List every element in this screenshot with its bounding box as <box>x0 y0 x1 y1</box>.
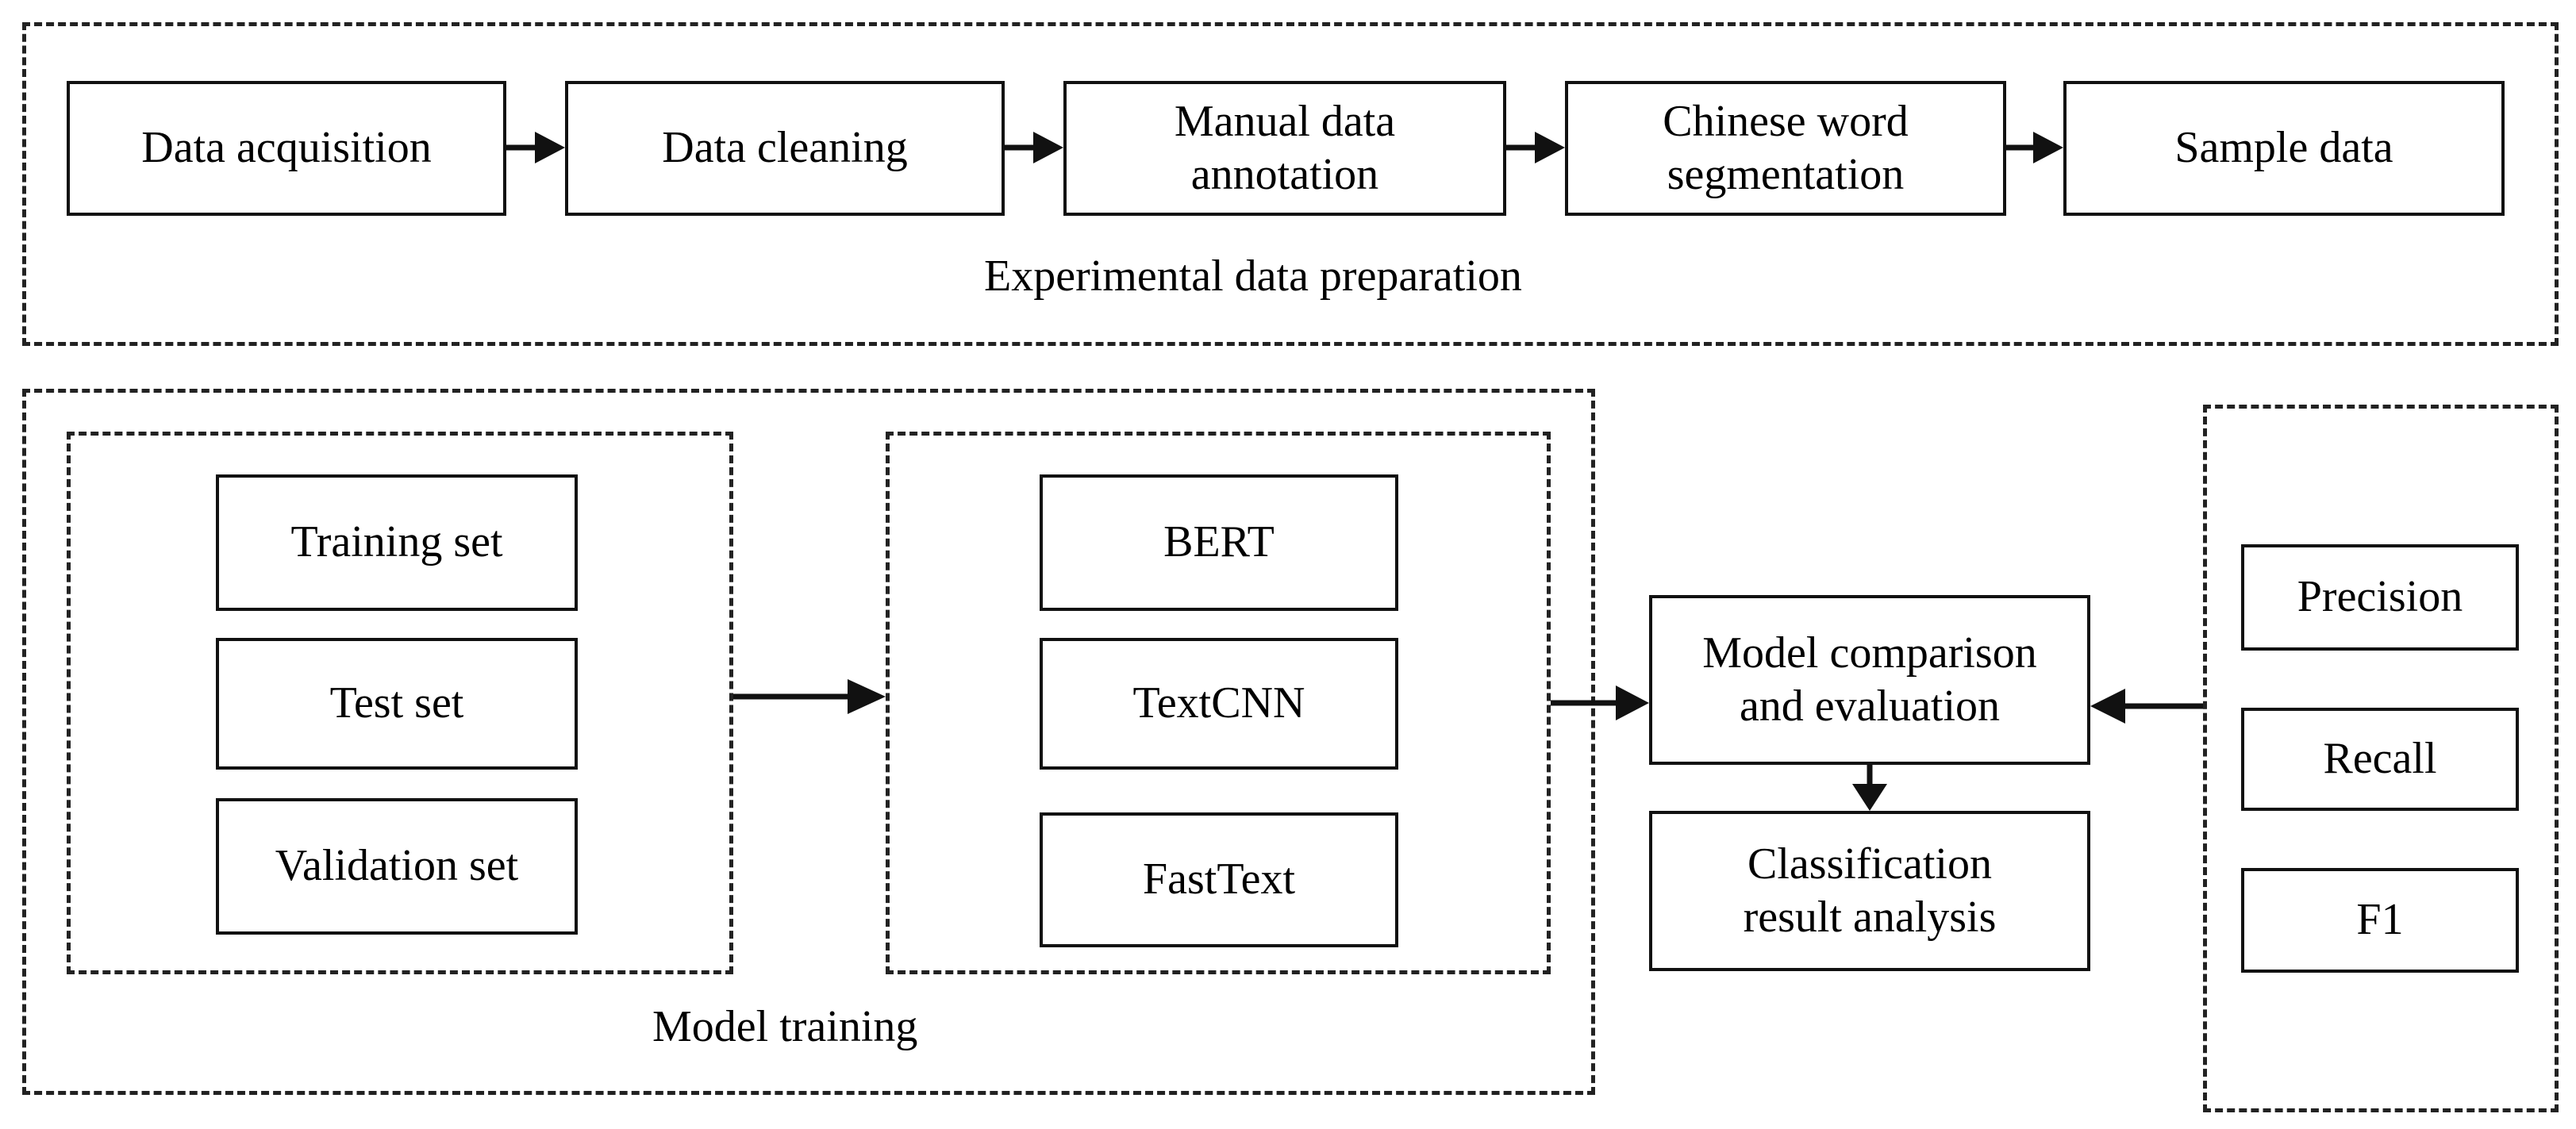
recall-box: Recall <box>2241 708 2519 811</box>
precision-box: Precision <box>2241 544 2519 651</box>
fasttext-box: FastText <box>1040 812 1398 947</box>
step-sample-data: Sample data <box>2063 81 2505 216</box>
arrowhead-7 <box>2090 689 2125 724</box>
arrowhead-6 <box>1616 685 1649 720</box>
training-set-box: Training set <box>216 474 578 611</box>
model-group-frame <box>886 432 1551 974</box>
model-training-caption: Model training <box>652 1002 918 1051</box>
arrowhead-8 <box>1852 784 1887 811</box>
arrowhead-5 <box>848 679 886 714</box>
dataset-group-frame <box>67 432 733 974</box>
step-data-acquisition: Data acquisition <box>67 81 506 216</box>
arrowhead-3 <box>1535 132 1565 163</box>
model-training-frame <box>22 389 1595 1095</box>
metrics-frame <box>2203 405 2559 1112</box>
f1-box: F1 <box>2241 868 2519 973</box>
data-preparation-frame <box>22 22 2559 346</box>
validation-set-box: Validation set <box>216 798 578 935</box>
arrowhead-4 <box>2033 132 2063 163</box>
step-data-cleaning: Data cleaning <box>565 81 1005 216</box>
arrowhead-1 <box>535 132 565 163</box>
data-preparation-caption: Experimental data preparation <box>984 252 1522 301</box>
textcnn-box: TextCNN <box>1040 638 1398 770</box>
test-set-box: Test set <box>216 638 578 770</box>
bert-box: BERT <box>1040 474 1398 611</box>
arrowhead-2 <box>1033 132 1063 163</box>
